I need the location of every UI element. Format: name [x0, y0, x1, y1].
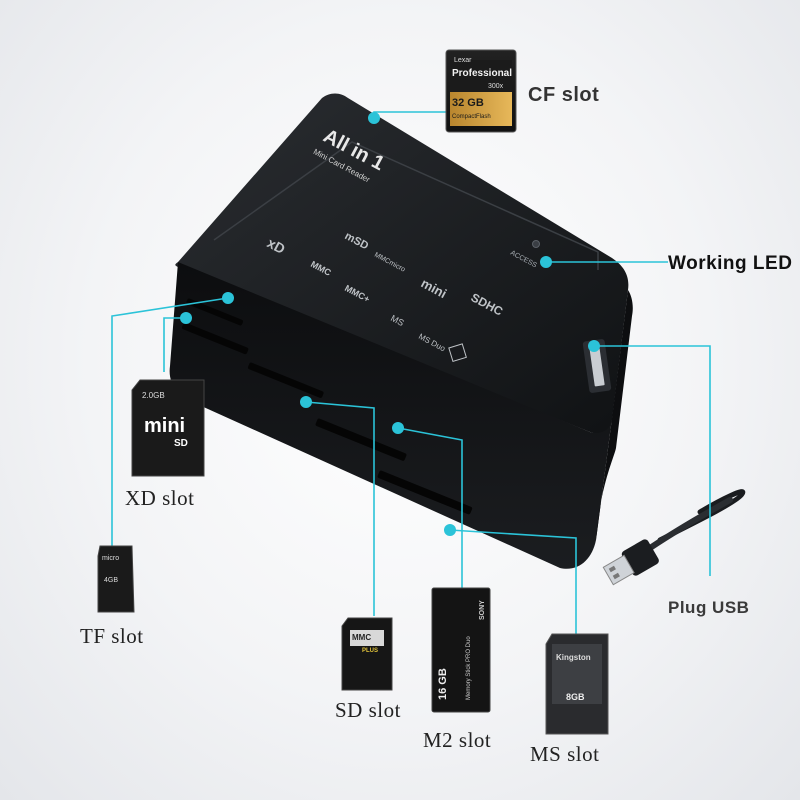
ms-slot-label: MS slot [530, 742, 600, 766]
m2-card: 16 GB Memory Stick PRO Duo SONY [431, 587, 491, 713]
tf-slot-opening [181, 322, 249, 355]
xd-slot-opening [186, 298, 244, 326]
cf-card: Lexar Professional 300x 32 GB CompactFla… [445, 49, 517, 133]
sd-card: MMC PLUS [341, 617, 393, 691]
usb-plug-icon [602, 539, 659, 586]
xd-card-capacity: 2.0GB [142, 391, 165, 400]
sd-slot-opening [247, 362, 324, 398]
xd-logo-icon: xD [265, 235, 288, 258]
callout-xd [163, 317, 186, 372]
usb-cable [602, 489, 746, 586]
callout-dot-tf [222, 292, 234, 304]
working-led-label: Working LED [668, 253, 793, 274]
cf-card-speed: 300x [488, 83, 504, 90]
ms-pro-logo-icon [448, 343, 467, 363]
m2-card-brand: SONY [479, 600, 486, 620]
m2-slot-label: M2 slot [423, 728, 492, 752]
cf-card-type: CompactFlash [452, 114, 491, 120]
callout-cf [373, 111, 446, 118]
callout-ms [449, 529, 577, 634]
ms-card-capacity: 8GB [566, 692, 585, 702]
ms-slot-opening [377, 470, 473, 515]
callout-dot-usb [588, 340, 600, 352]
sd-card-sublogo: PLUS [362, 648, 378, 654]
callout-m2 [397, 427, 463, 590]
callout-dot-m2 [392, 422, 404, 434]
plug-usb-label: Plug USB [668, 598, 750, 617]
access-led-icon [532, 240, 540, 248]
callout-dot-xd [180, 312, 192, 324]
callout-sd [305, 401, 375, 616]
ms-card: Kingston 8GB [545, 633, 609, 735]
m2-card-type: Memory Stick PRO Duo [466, 636, 472, 700]
cf-card-brand: Lexar [454, 57, 472, 64]
callout-dot-sd [300, 396, 312, 408]
card-reader-device: All in 1 Mini Card Reader xD mSD MMC MMC… [169, 93, 633, 569]
m2-slot-opening [315, 418, 407, 461]
usb-port [582, 339, 612, 393]
callout-dot-ms [444, 524, 456, 536]
xd-card-sublogo: SD [174, 438, 188, 449]
callout-dots [180, 112, 600, 536]
sd-card-logo: MMC [352, 633, 371, 642]
callout-dot-led [540, 256, 552, 268]
tf-slot-label: TF slot [80, 624, 144, 648]
cf-card-line: Professional [452, 68, 512, 79]
xd-card: 2.0GB mini SD [131, 379, 205, 477]
callout-tf [111, 297, 229, 560]
cf-card-capacity: 32 GB [452, 97, 484, 109]
m2-card-capacity: 16 GB [437, 668, 449, 700]
tf-card: micro 4GB [97, 545, 135, 613]
ms-card-brand: Kingston [556, 653, 591, 662]
xd-slot-label: XD slot [125, 486, 195, 510]
sd-slot-label: SD slot [335, 698, 401, 722]
tf-card-logo: micro [102, 555, 119, 562]
cf-slot-label: CF slot [528, 84, 600, 106]
callout-dot-cf [368, 112, 380, 124]
callout-usb [594, 345, 711, 576]
xd-card-logo: mini [144, 415, 185, 437]
tf-card-capacity: 4GB [104, 577, 118, 584]
